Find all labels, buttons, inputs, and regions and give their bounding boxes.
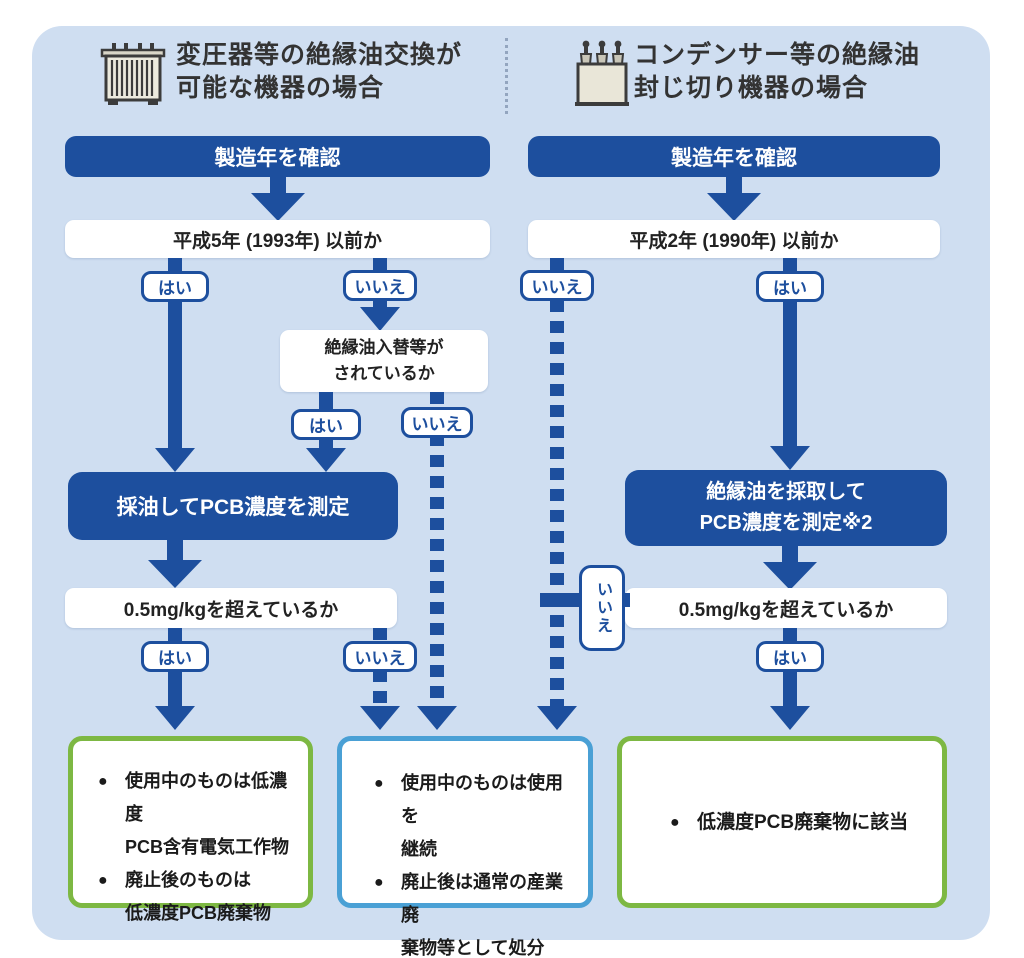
label-no-text: いいえ: [531, 278, 583, 297]
result-item: 廃止後のものは 低濃度PCB廃棄物: [98, 864, 296, 930]
transformer-icon: [98, 38, 170, 110]
left-step-check-year: 製造年を確認: [65, 136, 490, 177]
right-step-measure-pcb: 絶縁油を採取して PCB濃度を測定※2: [625, 470, 947, 546]
result-line: PCB含有電気工作物: [125, 837, 290, 857]
result-item: 使用中のものは低濃度 PCB含有電気工作物: [98, 765, 296, 864]
result-line: 棄物等として処分: [401, 938, 545, 958]
arrow-head: [155, 706, 195, 730]
result-item: 廃止後は通常の産業廃 棄物等として処分: [374, 866, 578, 958]
left-question-threshold-label: 0.5mg/kgを超えているか: [123, 599, 339, 621]
result-box-low-concentration: 使用中のものは低濃度 PCB含有電気工作物 廃止後のものは 低濃度PCB廃棄物: [68, 736, 313, 923]
arrow-head: [155, 448, 195, 472]
result-line: 廃止後は通常の産業廃: [401, 872, 563, 925]
arrow-head: [763, 562, 817, 590]
right-step-check-year-label: 製造年を確認: [671, 146, 797, 170]
result-box-continue-use: 使用中のものは使用を 継続 廃止後は通常の産業廃 棄物等として処分: [337, 736, 593, 958]
arrow-head: [707, 193, 761, 221]
result-line: 使用中のものは低濃度: [125, 771, 287, 824]
arrow-head: [148, 560, 202, 588]
result-line: 使用中のものは使用を: [401, 773, 563, 826]
arrow-head: [770, 446, 810, 470]
dashed-line: [430, 392, 444, 708]
arrow-line: [782, 546, 798, 564]
label-no: いいえ: [343, 270, 417, 301]
left-question-year-label: 平成5年 (1993年) 以前か: [172, 230, 383, 252]
result-line: 継続: [401, 839, 437, 859]
right-step-measure-pcb-line2: PCB濃度を測定※2: [699, 512, 873, 534]
label-yes-text: はい: [773, 279, 807, 298]
label-yes: はい: [141, 641, 209, 672]
right-title-line2: 封じ切り機器の場合: [634, 74, 869, 102]
right-step-measure-pcb-line1: 絶縁油を採取して: [706, 481, 866, 503]
label-no: いいえ: [401, 407, 473, 438]
label-no-text: いいえ: [411, 415, 463, 434]
left-question-year: 平成5年 (1993年) 以前か: [65, 220, 490, 258]
arrow-head: [537, 706, 577, 730]
result-line: 廃止後のものは: [125, 870, 251, 890]
result-box-pcb-waste: 低濃度PCB廃棄物に該当: [617, 736, 947, 908]
arrow-head: [251, 193, 305, 221]
arrow-head: [360, 307, 400, 331]
left-step-check-year-label: 製造年を確認: [214, 146, 341, 170]
right-question-threshold: 0.5mg/kgを超えているか: [625, 588, 947, 628]
arrow-line: [270, 177, 286, 195]
arrow-head: [360, 706, 400, 730]
arrow-head: [306, 448, 346, 472]
right-title-line1: コンデンサー等の絶縁油: [634, 41, 921, 69]
right-column-title: コンデンサー等の絶縁油 封じ切り機器の場合: [634, 39, 920, 105]
right-step-check-year: 製造年を確認: [528, 136, 940, 177]
result-line: 低濃度PCB廃棄物: [125, 903, 272, 923]
dashed-line: [550, 258, 564, 708]
left-question-threshold: 0.5mg/kgを超えているか: [65, 588, 397, 628]
header-divider: [505, 38, 508, 114]
result-line: 低濃度PCB廃棄物に該当: [697, 811, 909, 833]
label-yes: はい: [291, 409, 361, 440]
left-question-oil-replaced: 絶縁油入替等が されているか: [280, 330, 488, 392]
result-item: 低濃度PCB廃棄物に該当: [670, 806, 932, 839]
capacitor-icon: [570, 38, 634, 110]
arrow-line: [783, 258, 797, 448]
label-yes: はい: [756, 641, 824, 672]
label-no-text: いいえ: [354, 649, 406, 668]
label-no-vertical: いいえ: [579, 565, 625, 651]
arrow-line: [726, 177, 742, 195]
connector-bar: [540, 593, 582, 607]
left-step-measure-pcb-label: 採油してPCB濃度を測定: [116, 496, 350, 519]
label-yes-text: はい: [158, 279, 192, 298]
left-step-measure-pcb: 採油してPCB濃度を測定: [68, 472, 398, 540]
arrow-head: [417, 706, 457, 730]
label-no: いいえ: [343, 641, 417, 672]
label-yes: はい: [141, 271, 209, 302]
label-yes-text: はい: [158, 649, 192, 668]
label-yes-text: はい: [773, 649, 807, 668]
result-item: 使用中のものは使用を 継続: [374, 767, 578, 866]
label-no-text: いいえ: [354, 278, 406, 297]
label-no-text: いいえ: [594, 581, 611, 635]
right-question-year-label: 平成2年 (1990年) 以前か: [629, 230, 839, 252]
left-question-oil-replaced-line1: 絶縁油入替等が: [324, 338, 444, 357]
left-title-line2: 可能な機器の場合: [176, 74, 385, 102]
right-question-year: 平成2年 (1990年) 以前か: [528, 220, 940, 258]
label-yes-text: はい: [309, 417, 343, 436]
left-column-title: 変圧器等の絶縁油交換が 可能な機器の場合: [176, 39, 462, 105]
arrow-line: [167, 540, 183, 562]
arrow-head: [770, 706, 810, 730]
right-question-threshold-label: 0.5mg/kgを超えているか: [678, 599, 894, 621]
label-no: いいえ: [520, 270, 594, 301]
label-yes: はい: [756, 271, 824, 302]
left-title-line1: 変圧器等の絶縁油交換が: [176, 41, 463, 69]
left-question-oil-replaced-line2: されているか: [333, 364, 435, 383]
arrow-line: [168, 258, 182, 450]
